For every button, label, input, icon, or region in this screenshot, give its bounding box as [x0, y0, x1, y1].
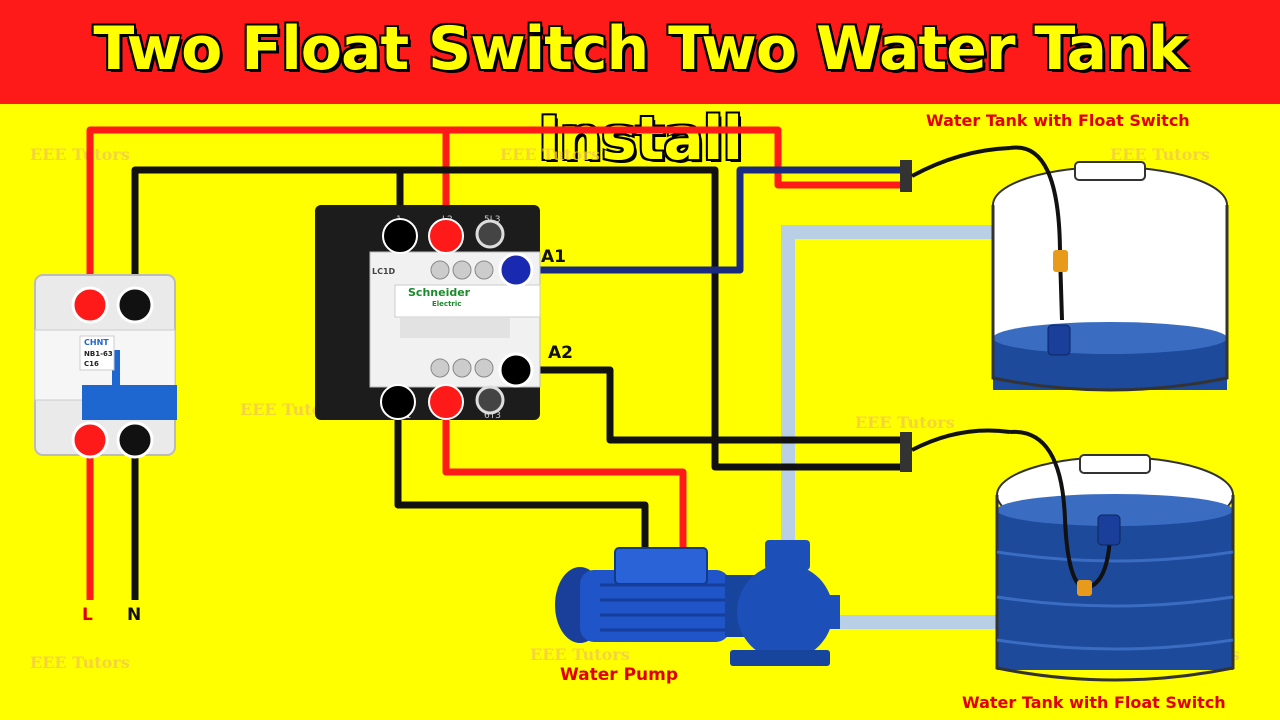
a2-label: A2	[548, 343, 573, 363]
cable-end-top	[900, 146, 1011, 192]
contactor-terminal-1	[382, 218, 418, 254]
water-tank-icon-top	[991, 145, 1229, 392]
watermark-6: EEE Tutors	[30, 653, 130, 672]
a1-label: A1	[541, 247, 566, 267]
cable-end-bottom	[900, 428, 1011, 472]
breaker-brand: CHNT	[84, 338, 109, 347]
float-switch-icon-top-2	[1097, 514, 1121, 546]
watermark-4: EEE Tutors	[240, 400, 340, 419]
line-label: L	[82, 605, 93, 625]
breaker-terminal-bottom-n	[116, 421, 154, 459]
water-pump-icon	[555, 540, 840, 666]
a2-wire	[516, 366, 905, 444]
breaker-model: NB1-63	[84, 350, 113, 358]
breaker-terminal-top-l	[71, 286, 109, 324]
title-banner	[0, 0, 1280, 104]
live-wire-top	[86, 126, 905, 300]
contactor-model: LC1D	[372, 267, 396, 276]
pump-feed-black	[394, 405, 649, 548]
float-switch-icon-lower	[1047, 324, 1071, 356]
contactor-terminal-label-6: 6T3	[484, 411, 501, 421]
float-switch-icon-upper	[1053, 250, 1068, 272]
breaker-rating: C16	[84, 360, 99, 368]
a1-wire	[516, 166, 905, 274]
breaker-terminal-bottom-l	[71, 421, 109, 459]
float-switch-icon-bottom-2	[1077, 580, 1092, 596]
neutral-label: N	[127, 605, 141, 625]
contactor-icon: LC1D Schneider Electric 1 L2 5L3 T1 T2 6…	[315, 205, 541, 421]
breaker-terminal-top-n	[116, 286, 154, 324]
pipe-to-top-tank	[781, 225, 1000, 545]
page-title: Two Float Switch Two Water Tank Install	[93, 14, 1187, 174]
pump-feed-red	[442, 405, 687, 548]
contactor-terminal-6t3	[475, 385, 505, 415]
watermark-7: EEE Tutors	[530, 645, 630, 664]
neutral-wire-top	[131, 166, 905, 471]
contactor-terminal-t2	[428, 384, 464, 420]
pump-label: Water Pump	[560, 665, 678, 685]
circuit-breaker-icon: CHNT NB1-63 C16	[34, 274, 177, 459]
contactor-terminal-l2	[428, 218, 464, 254]
watermark-5: EEE Tutors	[855, 413, 955, 432]
contactor-terminal-a1	[498, 252, 534, 288]
watermark-3: EEE Tutors	[1110, 145, 1210, 164]
watermark-2: EEE Tutors	[500, 145, 600, 164]
wires	[86, 126, 905, 600]
contactor-terminal-t1	[380, 384, 416, 420]
contactor-terminal-5l3	[475, 219, 505, 249]
watermark-1: EEE Tutors	[30, 145, 130, 164]
tank-bottom-label: Water Tank with Float Switch	[962, 693, 1226, 712]
tank-top-label: Water Tank with Float Switch	[926, 111, 1190, 130]
contactor-sub: Electric	[432, 300, 461, 308]
contactor-brand: Schneider	[408, 286, 471, 299]
water-tank-icon-bottom	[995, 429, 1235, 682]
contactor-terminal-a2	[498, 352, 534, 388]
